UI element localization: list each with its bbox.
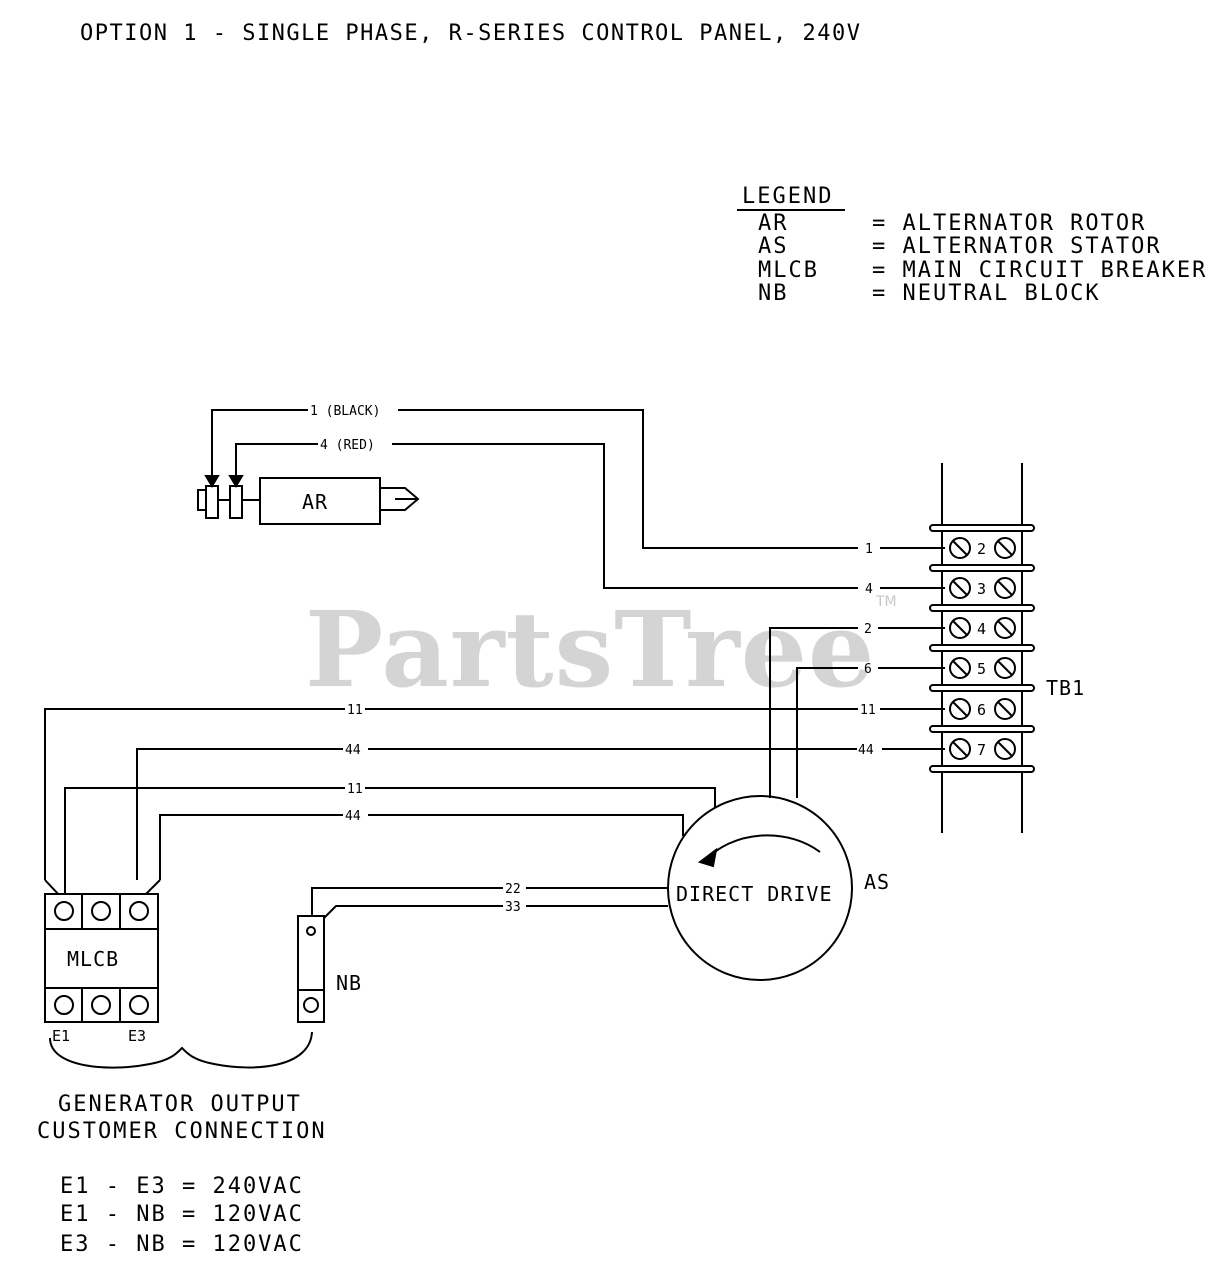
stator-label: AS	[864, 870, 890, 894]
wire-22-label: 22	[505, 882, 521, 897]
legend-desc-nb: = NEUTRAL BLOCK	[872, 281, 1101, 306]
wire-6-label: 6	[864, 662, 872, 677]
watermark: PartsTree	[305, 588, 875, 711]
wire-2-label: 2	[864, 622, 872, 637]
wire-44-tb: 44 44	[136, 743, 945, 880]
rotor-label: AR	[302, 490, 328, 514]
terminal-2: 2	[949, 537, 1016, 559]
legend-abbr-as: AS	[758, 234, 789, 259]
wire-44-b-label: 44	[858, 743, 874, 758]
wire-1-black-label: 1 (BLACK)	[310, 404, 380, 419]
legend-heading: LEGEND	[742, 184, 833, 209]
nb-label: NB	[336, 971, 362, 995]
legend: LEGEND AR = ALTERNATOR ROTOR AS = ALTERN…	[737, 184, 1207, 306]
wire-44-c-label: 44	[345, 809, 361, 824]
wire-11-c-label: 11	[347, 782, 363, 797]
wire-4-red: 4 (RED) 4	[228, 438, 945, 597]
wire-1-black: 1 (BLACK) 1	[204, 404, 945, 557]
wire-2: 2	[769, 622, 945, 798]
mlcb-label: MLCB	[67, 947, 119, 971]
wire-11-b-label: 11	[860, 703, 876, 718]
diagram-title: OPTION 1 - SINGLE PHASE, R-SERIES CONTRO…	[80, 21, 862, 46]
alternator-rotor: AR	[197, 477, 420, 525]
wire-4-label: 4	[865, 582, 873, 597]
terminal-7: 7	[949, 738, 1016, 760]
wire-4-red-label: 4 (RED)	[320, 438, 375, 453]
wire-1-label: 1	[865, 542, 873, 557]
terminal-4-label: 4	[977, 620, 986, 638]
tb1-label: TB1	[1046, 676, 1085, 700]
terminal-6-label: 6	[977, 701, 986, 719]
wire-44-stator: 44	[139, 809, 684, 901]
terminal-4: 4	[949, 617, 1016, 639]
voltage-e1-e3: E1 - E3 = 240VAC	[60, 1174, 304, 1199]
wire-6: 6	[796, 662, 945, 798]
terminal-3-label: 3	[977, 580, 986, 598]
terminal-block-tb1: 2 3 4 5 6 7 TB1	[929, 463, 1085, 833]
wire-22: 22	[311, 882, 668, 922]
legend-desc-ar: = ALTERNATOR ROTOR	[872, 211, 1146, 236]
wire-11-a-label: 11	[347, 703, 363, 718]
terminal-2-label: 2	[977, 540, 986, 558]
rotation-arrow-icon	[705, 834, 821, 861]
terminal-5-label: 5	[977, 660, 986, 678]
caption-line-1: GENERATOR OUTPUT	[58, 1092, 302, 1117]
tb-separators	[929, 524, 1035, 773]
wire-33-label: 33	[505, 900, 521, 915]
terminal-6: 6	[949, 698, 1016, 720]
voltage-e3-nb: E3 - NB = 120VAC	[60, 1232, 304, 1257]
wire-11-tb: 11 11	[44, 703, 945, 897]
caption-line-2: CUSTOMER CONNECTION	[37, 1119, 327, 1144]
neutral-block: NB	[297, 915, 362, 1023]
legend-abbr-ar: AR	[758, 211, 789, 236]
legend-abbr-nb: NB	[758, 281, 789, 306]
terminal-7-label: 7	[977, 741, 986, 759]
wire-33: 33	[311, 900, 668, 931]
stator-text: DIRECT DRIVE	[676, 882, 833, 906]
wire-11-stator: 11	[64, 782, 716, 896]
output-brace	[49, 1031, 313, 1069]
watermark-tm: TM	[875, 594, 897, 610]
legend-abbr-mlcb: MLCB	[758, 258, 819, 283]
alternator-stator: DIRECT DRIVE AS	[667, 795, 890, 981]
wire-44-a-label: 44	[345, 743, 361, 758]
voltage-e1-nb: E1 - NB = 120VAC	[60, 1202, 304, 1227]
main-circuit-breaker: MLCB E1 E3	[44, 893, 159, 1045]
output-notes: GENERATOR OUTPUT CUSTOMER CONNECTION E1 …	[37, 1092, 327, 1257]
legend-desc-mlcb: = MAIN CIRCUIT BREAKER	[872, 258, 1207, 283]
terminal-5: 5	[949, 657, 1016, 679]
mlcb-e1-label: E1	[52, 1027, 70, 1045]
mlcb-e3-label: E3	[128, 1027, 146, 1045]
legend-desc-as: = ALTERNATOR STATOR	[872, 234, 1162, 259]
terminal-3: 3	[949, 577, 1016, 599]
